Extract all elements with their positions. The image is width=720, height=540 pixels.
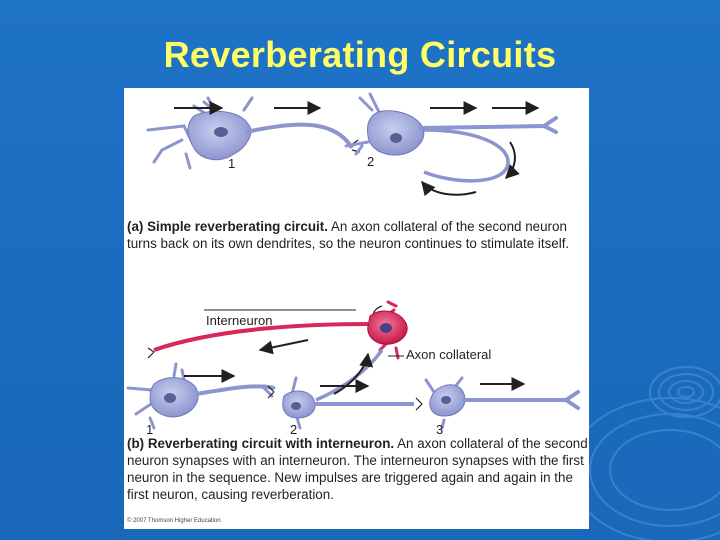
loop-arrow-a1 bbox=[505, 141, 520, 179]
caption-b-body: An axon collateral of the second neuron … bbox=[127, 436, 588, 502]
copyright-notice: © 2007 Thomson Higher Education bbox=[127, 518, 221, 524]
interneuron-label-text: Interneuron bbox=[206, 313, 273, 328]
caption-a-body: An axon collateral of the second neuron … bbox=[127, 219, 570, 251]
neuron-2-a bbox=[344, 92, 558, 183]
neuron-1-a bbox=[146, 96, 361, 170]
neuron-label-2-a: 2 bbox=[367, 154, 374, 169]
slide-title: Reverberating Circuits bbox=[163, 34, 557, 75]
neuron-label-2-b: 2 bbox=[290, 422, 297, 437]
caption-b-heading: (b) Reverberating circuit with interneur… bbox=[127, 436, 395, 451]
neuron-label-1-b: 1 bbox=[146, 422, 153, 437]
neuron-1-b bbox=[126, 347, 275, 430]
caption-panel-b: (b) Reverberating circuit with interneur… bbox=[127, 435, 589, 503]
caption-panel-a: (a) Simple reverberating circuit. An axo… bbox=[127, 218, 589, 252]
loop-arrow-a2 bbox=[421, 180, 477, 197]
interneuron-arrow bbox=[258, 339, 309, 355]
interneuron bbox=[153, 300, 408, 360]
neuron-label-1-a: 1 bbox=[228, 156, 235, 171]
neuron-3-b bbox=[415, 376, 580, 430]
collateral-arrow-b bbox=[333, 352, 374, 395]
axon-collateral-label: Axon collateral bbox=[406, 347, 491, 362]
caption-a-heading: (a) Simple reverberating circuit. bbox=[127, 219, 328, 234]
neuron-circuit-figure: 1 2 bbox=[124, 88, 589, 529]
neuron-2-b bbox=[262, 348, 414, 430]
neuron-label-3-b: 3 bbox=[436, 422, 443, 437]
panel-b-diagram: Interneuron Interneuron Axon collateral … bbox=[126, 300, 580, 437]
panel-a-diagram: 1 2 bbox=[146, 92, 558, 197]
